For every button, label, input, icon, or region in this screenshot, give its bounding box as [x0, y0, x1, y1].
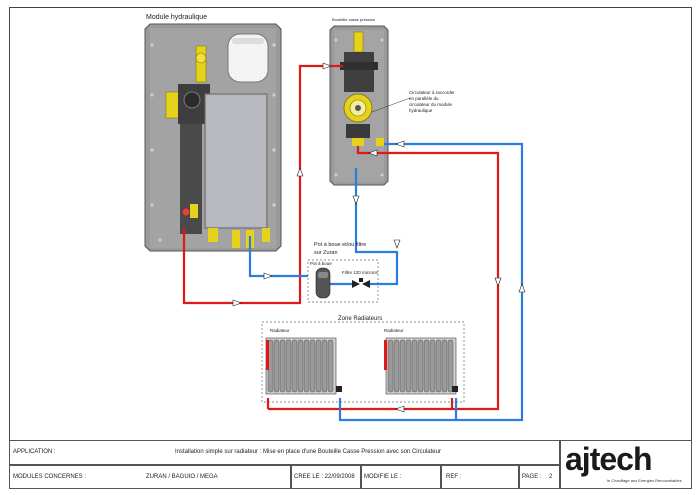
logo-tagline: le Chauffage aux Energies Renouvelables — [607, 478, 682, 483]
ref-label: REF : — [446, 474, 462, 480]
filter-120-microns — [352, 278, 370, 288]
titleblock-page-cell — [519, 465, 560, 489]
application-label: APPLICATION : — [13, 449, 56, 455]
pot-filter-title-line2: sur Zuran — [314, 250, 338, 256]
ajtech-logo: ajtech le Chauffage aux Energies Renouve… — [560, 440, 692, 489]
modules-value: ZURAN / BAGUIO / MEGA — [146, 474, 218, 480]
circulator-note-line4: hydraulique — [409, 108, 433, 113]
hydraulic-module — [144, 23, 282, 252]
application-value: Installation simple sur radiateur : Mise… — [175, 449, 441, 455]
radiator-right — [384, 337, 458, 395]
bottle-title: Bouteille casse pression — [332, 17, 376, 22]
titleblock-application-cell — [9, 440, 560, 465]
module-title: Module hydraulique — [146, 14, 208, 21]
mud-pot — [315, 267, 331, 299]
logo-wordmark: ajtech — [565, 441, 652, 477]
created-date: CREE LE : 22/09/2008 — [294, 474, 355, 480]
modules-label: MODULES CONCERNES : — [13, 474, 87, 480]
radiator-left-label: Radiateur — [270, 328, 290, 333]
circulator-note-line1: Circulateur à raccorder — [409, 90, 455, 95]
hot-water-pipes — [182, 64, 500, 411]
titleblock-modules-cell — [9, 465, 291, 489]
pressure-bottle-panel — [329, 25, 389, 186]
titleblock-ref-cell — [441, 465, 519, 489]
page-number: 2 — [549, 474, 553, 480]
radiator-left — [265, 337, 342, 395]
modified-label: MODIFIE LE : — [364, 474, 402, 480]
zone-title: Zone Radiateurs — [338, 316, 383, 322]
pot-label: Pot à boue — [310, 261, 332, 266]
radiator-right-label: Radiateur — [384, 328, 404, 333]
cold-water-pipes — [248, 142, 524, 422]
titleblock-created-cell — [291, 465, 361, 489]
filter-label: Filtre 120 microns — [342, 270, 378, 275]
circulator-note-line3: circulateur du module — [409, 102, 453, 107]
radiator-zone — [261, 321, 465, 403]
pot-filter-title-line1: Pot à boue et/ou filtre — [314, 242, 367, 248]
titleblock-modified-cell — [361, 465, 441, 489]
flow-arrows — [232, 62, 526, 413]
circulator-leader-line — [371, 97, 411, 113]
circulator-note-line2: en parallèle du — [409, 96, 439, 101]
page-label: PAGE : — [522, 474, 542, 480]
